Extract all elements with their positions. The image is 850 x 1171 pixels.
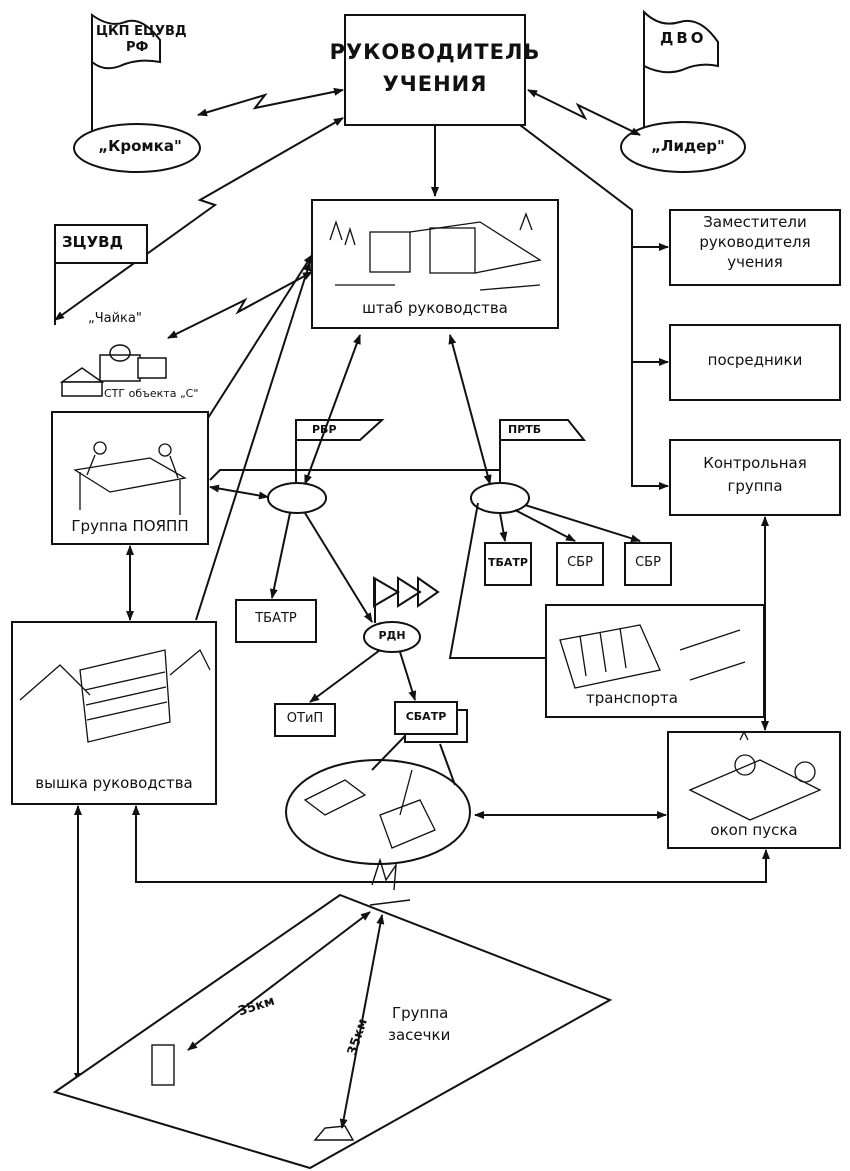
link-leader-lider: [527, 89, 641, 136]
sbr-2-label: СБР: [635, 555, 661, 570]
transport-sketch: [559, 624, 746, 689]
left-flag-line2: РФ: [126, 40, 149, 55]
chaika-label: „Чайка": [88, 311, 142, 326]
deputies-line2: руководителя: [699, 233, 811, 251]
link-rdn-sbatr: [399, 651, 417, 701]
lider-label: „Лидер": [651, 137, 725, 155]
stg-label: СТГ объекта „С": [104, 387, 199, 400]
link-tower-trench-loop: [132, 805, 770, 883]
deputies-line3: учения: [727, 253, 783, 271]
tbatr-right-label: ТБАТР: [488, 556, 528, 569]
tower-label: вышка руководства: [35, 774, 193, 792]
link-prtb-tbatr: [499, 512, 508, 542]
poyapp-label: Группа ПОЯПП: [71, 517, 189, 535]
link-explosion-observer: [187, 911, 371, 1051]
detect-group-line1: Группа: [392, 1004, 449, 1022]
link-rbr-rdn: [304, 512, 373, 623]
link-poyapp-rbr: [209, 484, 269, 500]
link-tower-hq: [195, 261, 312, 621]
sbatr-label: СБАТР: [405, 710, 447, 723]
tower-sketch: [19, 648, 211, 743]
link-explosion-vehicle: [339, 914, 385, 1129]
link-prtb-hq: [448, 334, 492, 485]
mediators-label: посредники: [707, 351, 803, 369]
field-sketches: [151, 857, 411, 1141]
otip-label: ОТиП: [286, 711, 324, 726]
rbr-flag-label: РБР: [312, 423, 337, 436]
rdn-oval: [363, 621, 421, 653]
link-prtb-transport: [448, 502, 545, 659]
link-sbatr-vehicles: [371, 735, 406, 771]
link-rdn-otip: [309, 649, 381, 703]
zcuvd-flag: [54, 224, 148, 264]
link-poyapp-prtb: [209, 469, 501, 487]
kromka-flag: [91, 13, 161, 70]
rdn-label: РДН: [378, 629, 406, 642]
link-poyapp-hq: [207, 254, 313, 419]
tbatr-left-label: ТБАТР: [255, 611, 297, 626]
leader-box: [344, 14, 526, 126]
chaika-station-sketch: [59, 344, 167, 397]
tbatr-left-box: [235, 599, 317, 643]
prtb-oval: [470, 482, 530, 514]
link-rbr-hq: [304, 334, 361, 485]
rbr-oval: [267, 482, 327, 514]
tower-box: [11, 621, 217, 805]
link-chaika-hq: [167, 271, 313, 339]
right-flag-label: ДВО: [660, 29, 707, 47]
prtb-flag: [499, 419, 587, 441]
otip-box: [274, 703, 336, 737]
link-leader-bus: [519, 124, 669, 490]
zcuvd-label: ЗЦУВД: [62, 233, 123, 251]
link-leader-kromka: [197, 87, 344, 117]
detect-group-line2: засечки: [388, 1026, 451, 1044]
link-prtb-sbr1: [514, 509, 576, 542]
vehicles-oval: [285, 759, 471, 865]
rdn-chevrons: [373, 576, 440, 608]
control-group-box: [669, 439, 841, 516]
hq-sketch: [329, 212, 542, 291]
deputies-line1: Заместители: [703, 213, 807, 231]
control-group-line1: Контрольная: [703, 454, 807, 472]
lider-flag: [643, 9, 719, 74]
launch-trench-label: окоп пуска: [710, 821, 798, 839]
kromka-label: „Кромка": [98, 137, 182, 155]
leader-title-line2: УЧЕНИЯ: [382, 72, 488, 96]
deputies-box: [669, 209, 841, 286]
lider-oval: [620, 121, 746, 173]
leader-title-line1: РУКОВОДИТЕЛЬ: [329, 40, 541, 64]
sbr-1-label: СБР: [567, 555, 593, 570]
mediators-box: [669, 324, 841, 401]
tbatr-right-box: [484, 542, 532, 586]
sbr-1-box: [556, 542, 604, 586]
link-rbr-tbatr: [269, 512, 291, 599]
sbatr-box: [394, 701, 458, 735]
prtb-flag-label: ПРТБ: [508, 423, 542, 436]
transport-label: транспорта: [586, 689, 678, 707]
left-flag-line1: ЦКП ЕЦУВД: [96, 24, 187, 39]
rbr-flag: [295, 419, 385, 441]
link-prtb-sbr2: [524, 504, 641, 543]
hq-label: штаб руководства: [362, 299, 508, 317]
control-group-line2: группа: [727, 477, 783, 495]
sbr-2-box: [624, 542, 672, 586]
poyapp-sketch: [73, 441, 187, 515]
